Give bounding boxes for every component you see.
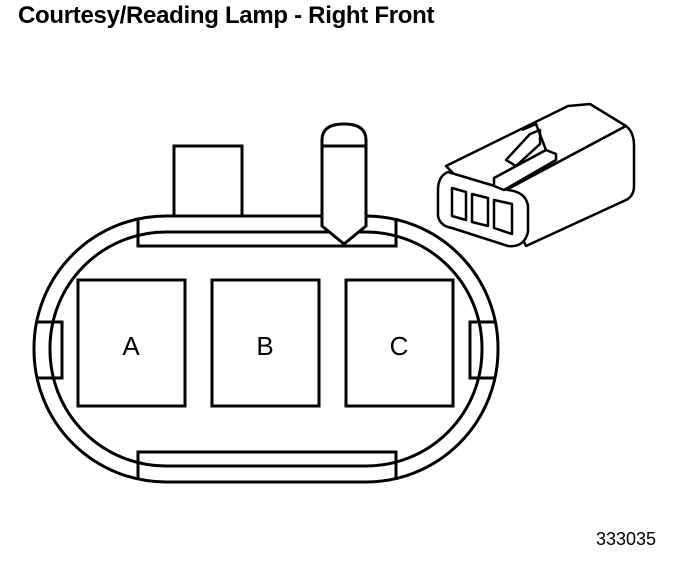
iso-cavity-3 <box>492 198 514 236</box>
locking-key-point-outline <box>320 214 368 246</box>
housing-right-rib <box>468 320 496 380</box>
iso-cavity-1 <box>450 186 468 222</box>
iso-side-face <box>504 124 636 248</box>
cavity-b <box>210 278 321 408</box>
connector-isometric-view <box>436 102 636 248</box>
cavity-label-a: A <box>122 331 140 361</box>
housing-bottom-rib <box>136 450 398 480</box>
diagram-title: Courtesy/Reading Lamp - Right Front <box>18 2 435 29</box>
cavity-label-b: B <box>256 331 273 361</box>
locking-key-point <box>322 214 366 244</box>
iso-latch-ridge <box>521 122 548 151</box>
iso-cavity-2 <box>470 192 490 228</box>
housing-left-rib <box>36 320 64 380</box>
connector-top-tab <box>172 144 244 230</box>
cavity-c <box>344 278 455 408</box>
cavity-label-c: C <box>390 331 409 361</box>
housing-top-rib <box>136 218 398 248</box>
cavity-a <box>76 278 187 408</box>
figure-reference-number: 333035 <box>596 529 657 549</box>
